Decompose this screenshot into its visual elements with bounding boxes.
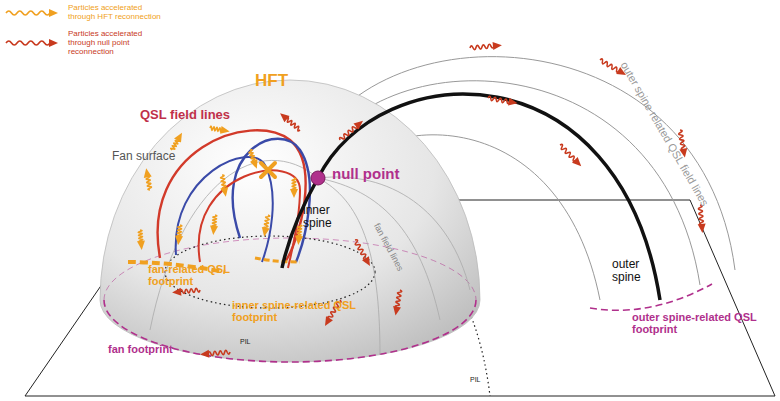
region-label: HFT [255, 72, 288, 90]
footprint-label: inner spine-related QSL footprint [232, 300, 372, 323]
spine-label: inner spine [303, 204, 339, 229]
particle-arrow [352, 238, 374, 268]
surface-label: Fan surface [112, 150, 175, 163]
field-line-label: outer spine related QSL field lines [618, 60, 710, 208]
spine-label: outer spine [612, 258, 656, 283]
qsl-footprint [590, 284, 712, 310]
particle-arrow [696, 205, 706, 234]
particle-arrow [392, 289, 404, 316]
particle-arrow [278, 110, 303, 133]
outer-spine [318, 94, 660, 300]
legend-row: Particles accelerated through null point… [4, 30, 163, 56]
particle-arrow [142, 168, 154, 191]
particle-arrow [557, 142, 584, 169]
null-point-label: null point [332, 166, 399, 182]
particle-arrow [169, 131, 186, 152]
hft-marker [261, 163, 275, 177]
particle-arrow [6, 39, 58, 47]
field-line-label: QSL field lines [140, 108, 230, 122]
particle-arrow [487, 94, 518, 107]
legend-sample [4, 35, 62, 51]
legend-text: Particles accelerated through null point… [68, 30, 163, 56]
particle-arrow [470, 41, 503, 52]
null-point [311, 171, 325, 185]
particle-arrow [136, 230, 146, 251]
fan-dome [100, 80, 480, 362]
pil-label: PIL [470, 376, 481, 383]
particle-arrow [209, 215, 219, 236]
fan-footprint [104, 300, 476, 362]
legend-row: Particles accelerated through HFT reconn… [4, 4, 163, 22]
legend-text: Particles accelerated through HFT reconn… [68, 4, 163, 22]
particle-arrow [260, 214, 272, 237]
footprint-label: outer spine-related QSL footprint [632, 312, 772, 335]
particle-arrow [200, 348, 231, 359]
particle-arrow [6, 9, 58, 17]
qsl-footprint [255, 258, 300, 262]
footprint-label: fan-related QSL footprint [148, 264, 260, 287]
legend-sample [4, 5, 62, 21]
footprint-label: fan footprint [108, 344, 173, 356]
particle-arrow [218, 174, 230, 197]
particle-arrow [290, 178, 298, 198]
particle-arrow [294, 225, 304, 246]
fan-field-lines [150, 160, 470, 355]
particle-arrow [337, 118, 365, 143]
pil-label: PIL [240, 338, 251, 345]
particle-arrow [174, 225, 184, 246]
particle-arrow [209, 124, 230, 135]
particle-arrow [172, 286, 201, 296]
particle-arrow [246, 149, 260, 171]
